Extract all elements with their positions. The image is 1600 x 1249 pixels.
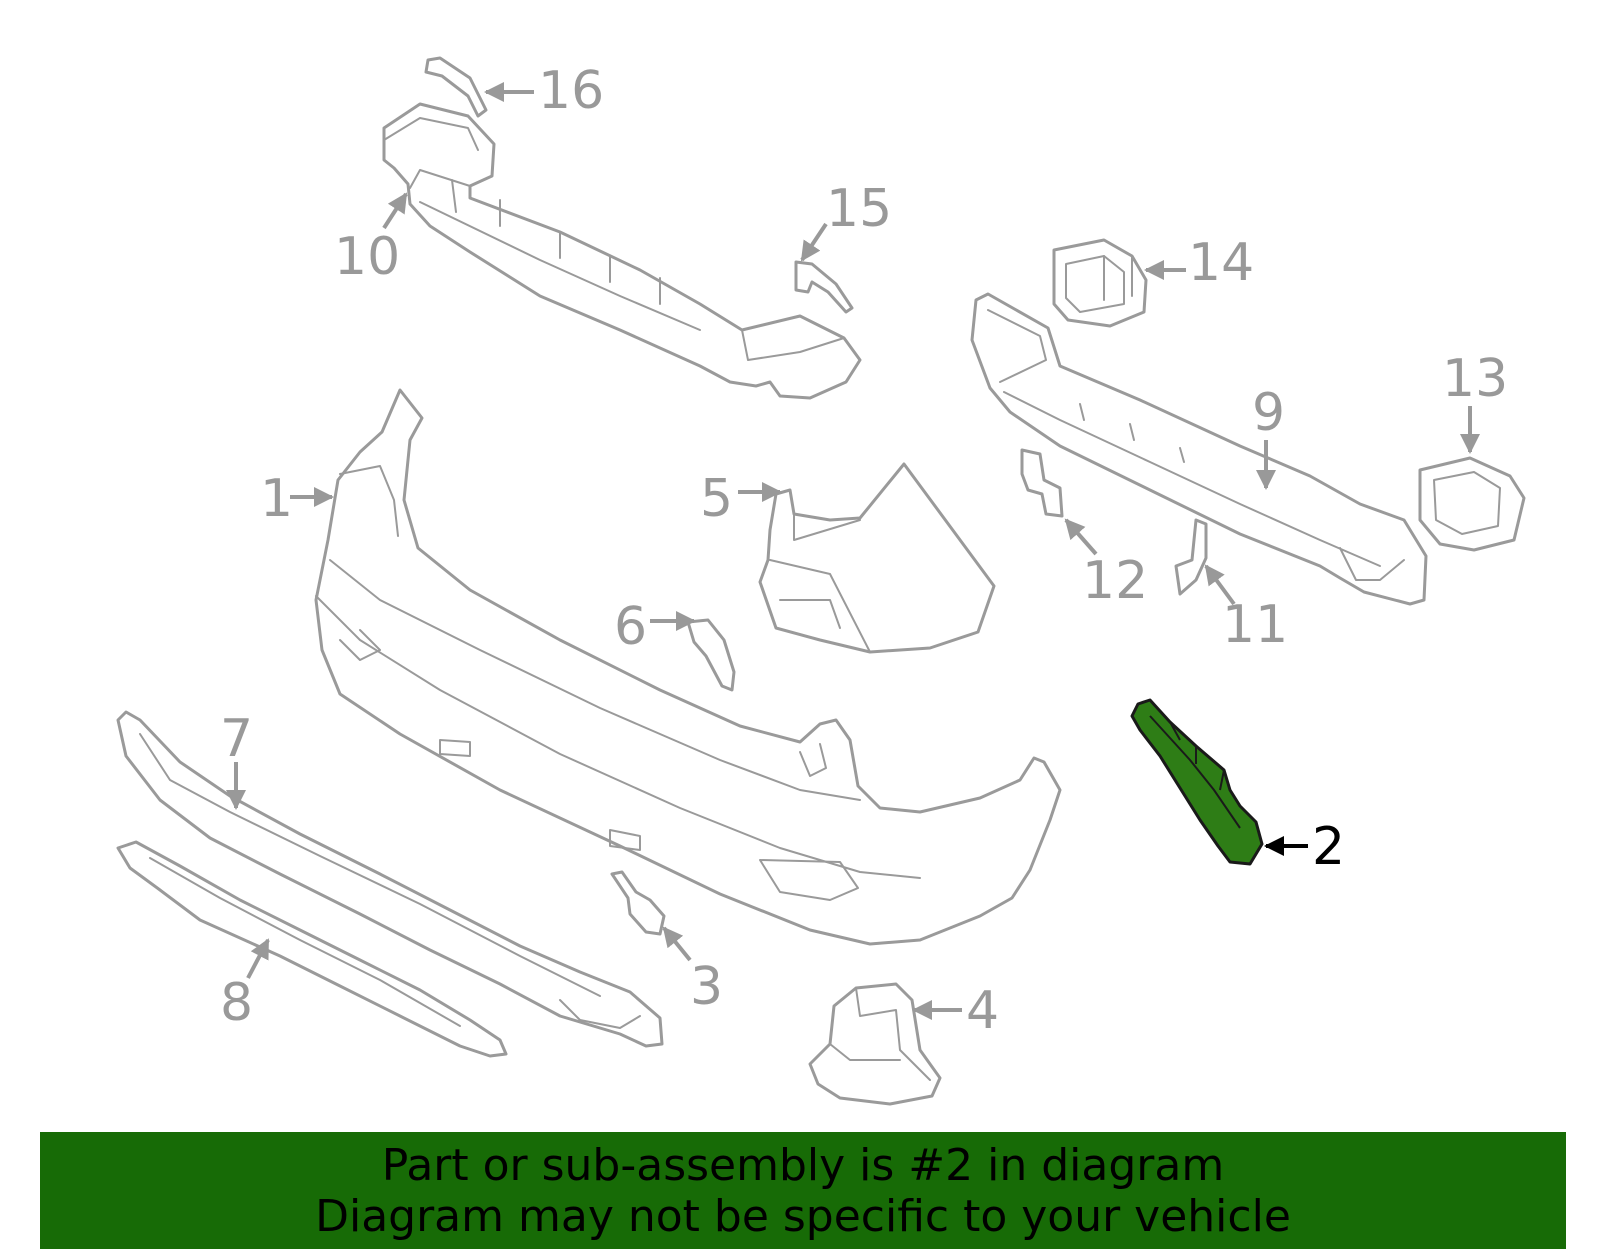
callout-5-label: 5 — [700, 469, 733, 529]
part-10-upper-beam[interactable] — [382, 102, 862, 400]
callout-8-label: 8 — [220, 973, 253, 1033]
callout-2-label: 2 — [1312, 817, 1345, 877]
callout-10-label: 10 — [334, 227, 400, 287]
callout-11: 11 — [1204, 564, 1288, 655]
callout-6-label: 6 — [614, 597, 647, 657]
callout-1: 1 — [260, 469, 334, 529]
callout-3: 3 — [662, 926, 723, 1017]
part-14-mount-bracket[interactable] — [1052, 238, 1148, 328]
part-13-mount-bracket[interactable] — [1418, 456, 1526, 552]
callout-13: 13 — [1442, 349, 1508, 454]
callout-12: 12 — [1064, 518, 1148, 611]
part-2-bracket-highlighted[interactable] — [1130, 698, 1264, 866]
info-banner: Part or sub-assembly is #2 in diagram Di… — [40, 1132, 1566, 1249]
callout-14: 14 — [1144, 233, 1254, 293]
banner-line-disclaimer: Diagram may not be specific to your vehi… — [315, 1191, 1291, 1242]
part-12-plate[interactable] — [1020, 448, 1064, 518]
callout-9-label: 9 — [1252, 383, 1285, 443]
part-9-lower-beam[interactable] — [970, 292, 1428, 606]
callout-9: 9 — [1252, 383, 1285, 490]
callout-13-label: 13 — [1442, 349, 1508, 409]
callout-8: 8 — [220, 938, 270, 1033]
part-8-lower-strip[interactable] — [116, 840, 508, 1058]
callout-1-label: 1 — [260, 469, 293, 529]
callout-5: 5 — [700, 469, 782, 529]
callout-16-label: 16 — [538, 61, 604, 121]
callout-14-label: 14 — [1188, 233, 1254, 293]
part-1-bumper-cover[interactable] — [314, 388, 1062, 946]
callout-4: 4 — [912, 981, 999, 1041]
part-6-cap[interactable] — [686, 618, 736, 692]
callout-16: 16 — [484, 61, 604, 121]
callout-15: 15 — [800, 179, 892, 262]
part-3-plug[interactable] — [610, 870, 666, 936]
part-4-corner-panel[interactable] — [808, 982, 942, 1106]
callout-3-label: 3 — [690, 957, 723, 1017]
callout-7: 7 — [220, 709, 253, 810]
banner-line-part-info: Part or sub-assembly is #2 in diagram — [381, 1140, 1225, 1191]
part-7-lower-trim[interactable] — [116, 710, 664, 1048]
callout-2: 2 — [1264, 817, 1345, 877]
callout-6: 6 — [614, 597, 696, 657]
part-16-bracket[interactable] — [424, 56, 488, 118]
callout-12-label: 12 — [1082, 551, 1148, 611]
callout-15-label: 15 — [826, 179, 892, 239]
callout-4-label: 4 — [966, 981, 999, 1041]
callout-10: 10 — [334, 192, 408, 287]
callout-11-label: 11 — [1222, 595, 1288, 655]
part-15-clip[interactable] — [794, 260, 854, 314]
part-11-bracket[interactable] — [1174, 518, 1208, 596]
part-5-side-panel[interactable] — [758, 462, 996, 654]
callout-7-label: 7 — [220, 709, 253, 769]
